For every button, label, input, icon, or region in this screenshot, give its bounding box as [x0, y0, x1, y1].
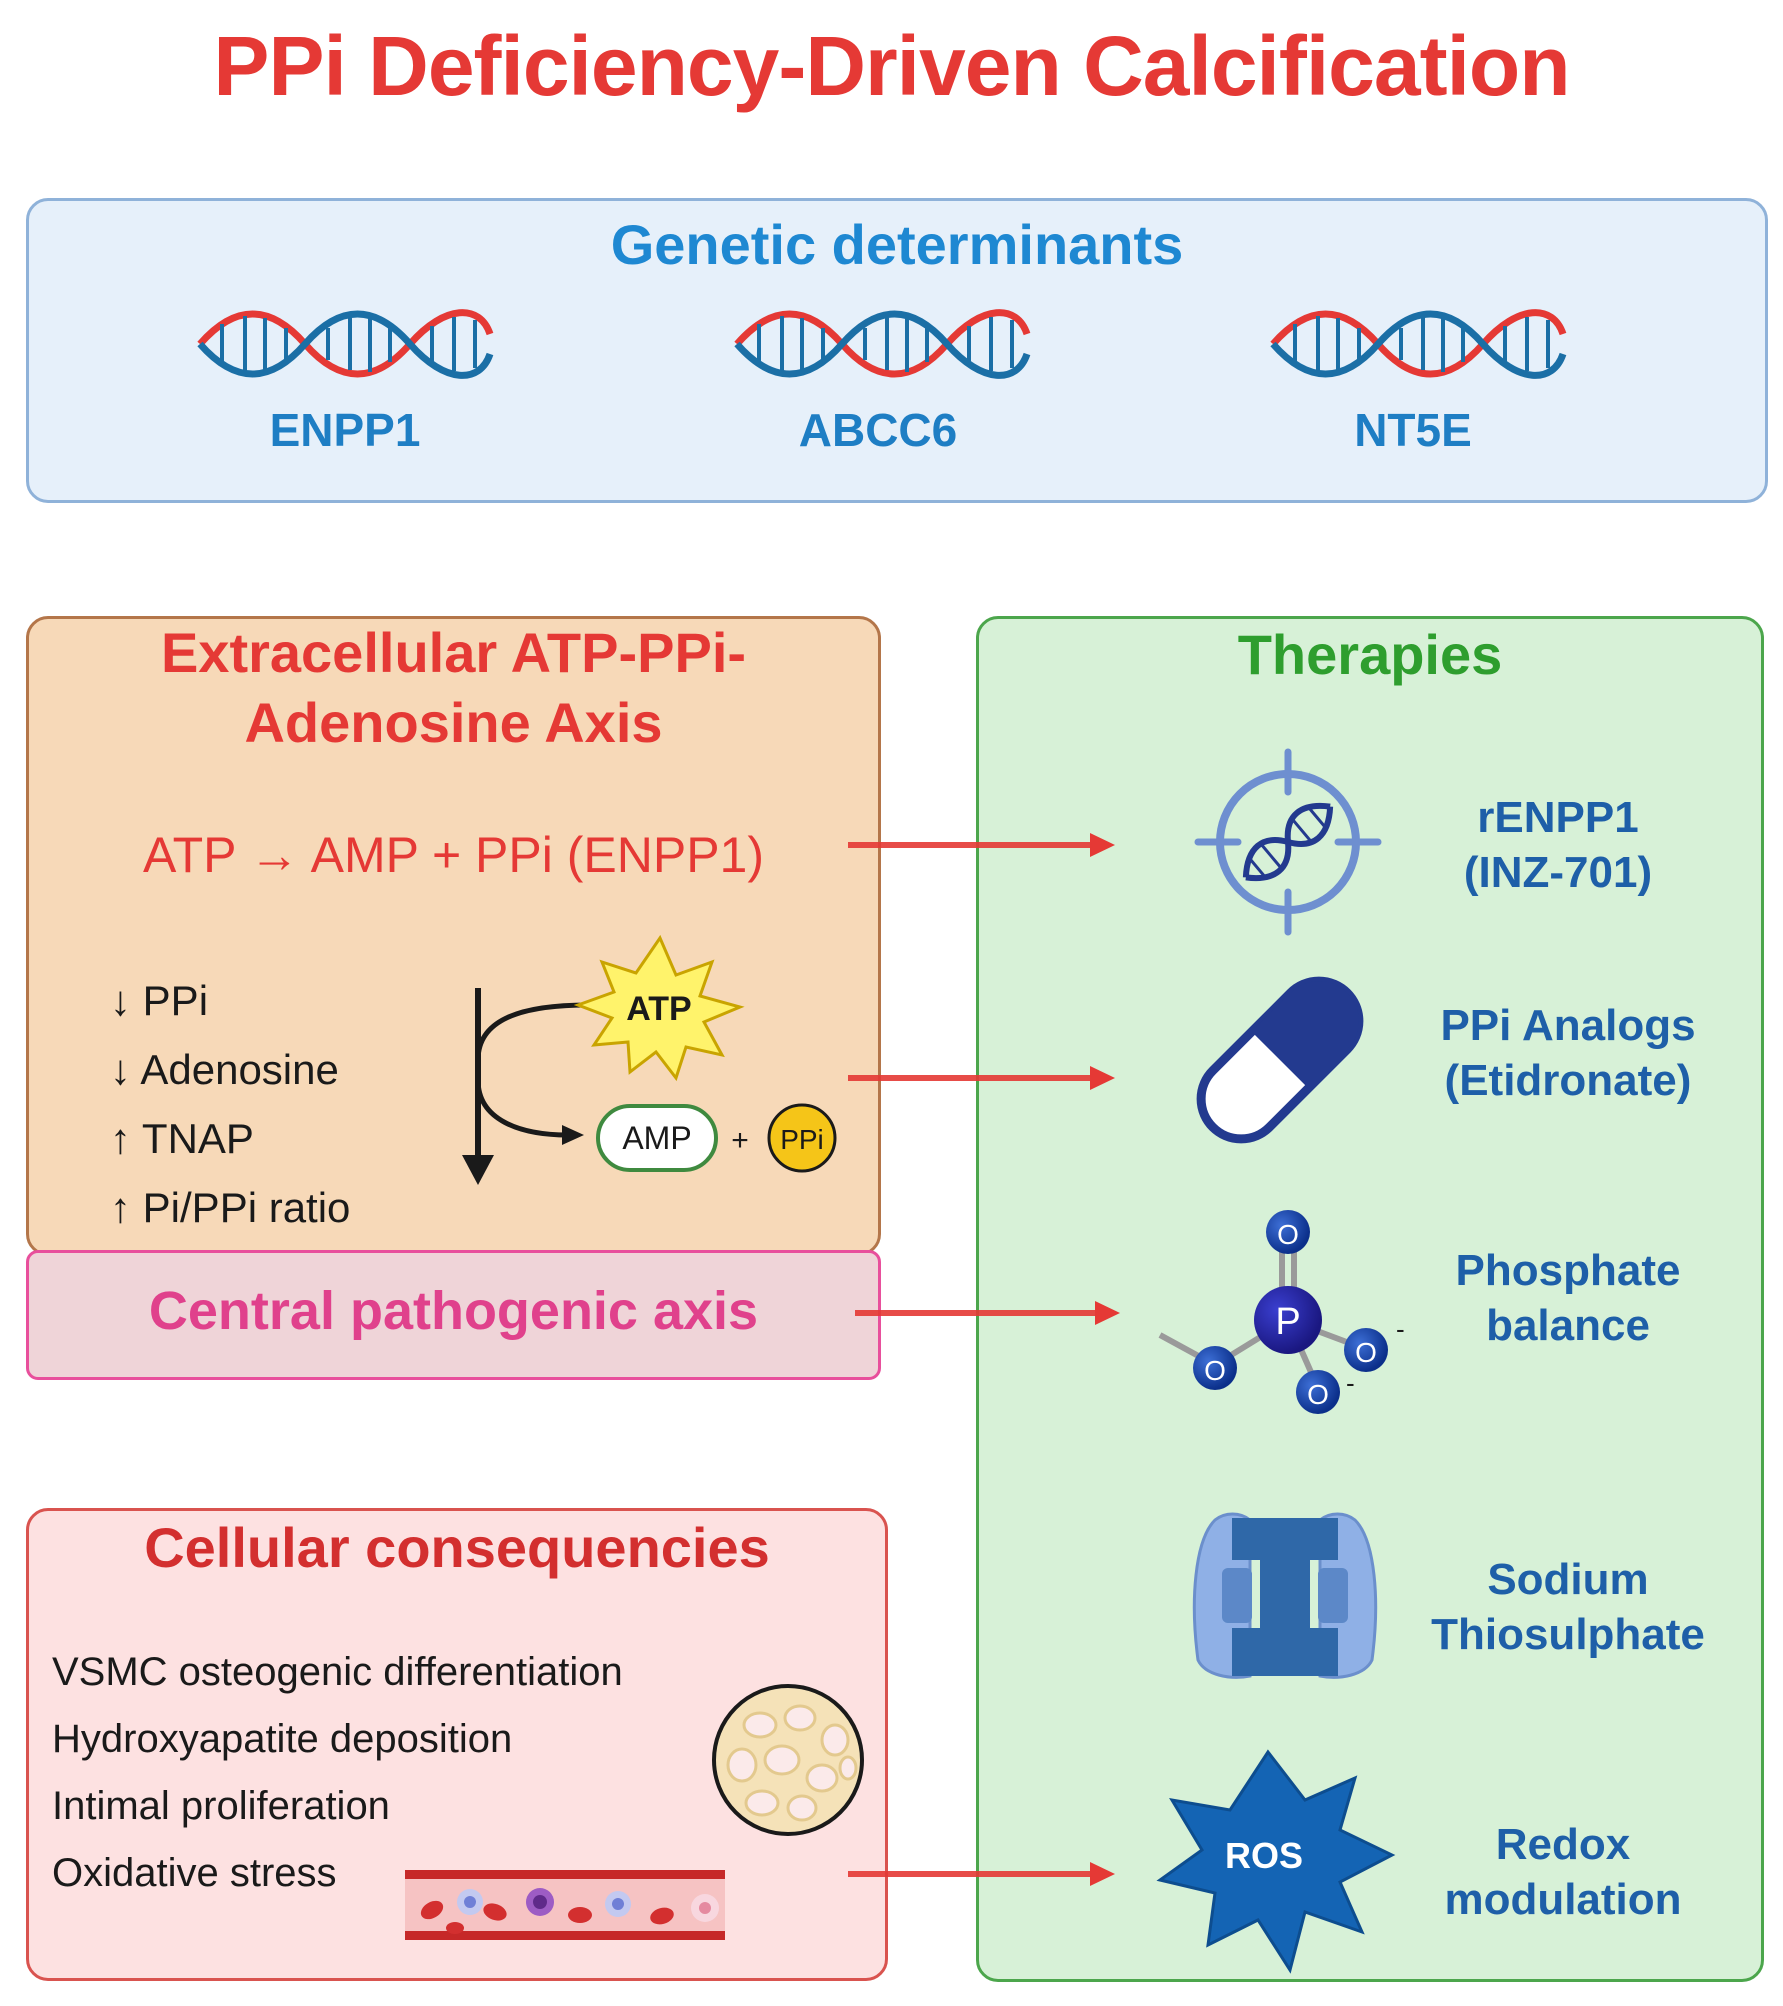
- therapy-redox-line1: Redox: [1495, 1820, 1631, 1869]
- phosphorus-label: P: [1275, 1301, 1300, 1343]
- central-pathogenic-axis-label: Central pathogenic axis: [148, 1281, 759, 1341]
- dna-icon-enpp1: [200, 313, 490, 376]
- oxygen-label-left: O: [1204, 1355, 1226, 1386]
- genetic-determinants-title: Genetic determinants: [610, 213, 1184, 276]
- gene-label-enpp1: ENPP1: [269, 404, 421, 456]
- central-pathogenic-axis-panel: [26, 1250, 881, 1380]
- therapy-arrows: [848, 833, 1120, 1886]
- therapy-label-sodium-thiosulphate: Sodium Thiosulphate: [1398, 1552, 1738, 1662]
- oxygen-label-bottom: O: [1307, 1379, 1329, 1410]
- axis-title-line2: Adenosine Axis: [244, 691, 663, 754]
- ros-label: ROS: [1225, 1835, 1303, 1876]
- axis-title-line1: Extracellular ATP-PPi-: [160, 621, 747, 684]
- hydroxyapatite-tissue-icon: [712, 1684, 864, 1836]
- consequence-hydroxyapatite: Hydroxyapatite deposition: [52, 1717, 513, 1761]
- oxygen-label-top: O: [1277, 1219, 1299, 1250]
- therapy-sodium-line2: Thiosulphate: [1431, 1610, 1705, 1659]
- main-title: PPi Deficiency-Driven Calcification: [213, 19, 1570, 113]
- change-ppi: ↓ PPi: [110, 977, 209, 1024]
- therapy-redox-line2: modulation: [1444, 1875, 1682, 1924]
- amp-pill: AMP: [596, 1104, 718, 1172]
- ppi-circle: PPi: [767, 1103, 837, 1173]
- gene-label-abcc6: ABCC6: [798, 404, 958, 456]
- channel-protein-icon: [1192, 1512, 1378, 1679]
- minus-charge-bottom: -: [1346, 1368, 1355, 1398]
- axis-panel-title: Extracellular ATP-PPi- Adenosine Axis: [26, 618, 881, 758]
- therapy-phosphate-line1: Phosphate: [1455, 1246, 1681, 1295]
- consequence-oxidative-stress: Oxidative stress: [52, 1851, 337, 1895]
- enpp1-reaction-text: ATP → AMP + PPi (ENPP1): [142, 827, 765, 883]
- dna-icon-nt5e: [1273, 313, 1563, 376]
- atp-burst-icon: ATP: [573, 934, 745, 1082]
- therapy-ppi-analogs-line2: (Etidronate): [1444, 1056, 1692, 1105]
- dna-icon-abcc6: [737, 313, 1027, 376]
- therapy-renpp1-line1: rENPP1: [1477, 793, 1639, 842]
- change-pi-ppi-ratio: ↑ Pi/PPi ratio: [110, 1184, 351, 1231]
- therapy-label-redox: Redox modulation: [1393, 1817, 1733, 1927]
- therapy-ppi-analogs-line1: PPi Analogs: [1440, 1001, 1696, 1050]
- therapy-label-phosphate: Phosphate balance: [1398, 1243, 1738, 1353]
- cellular-consequences-title: Cellular consequencies: [144, 1516, 770, 1579]
- therapy-phosphate-line2: balance: [1486, 1301, 1650, 1350]
- capsule-icon: [1196, 976, 1364, 1144]
- oxygen-label-right: O: [1355, 1337, 1377, 1368]
- atp-ppi-adenosine-axis-panel: [26, 616, 881, 1256]
- plus-sign: +: [731, 1124, 749, 1157]
- therapy-label-renpp1: rENPP1 (INZ-701): [1388, 790, 1728, 900]
- change-tnap: ↑ TNAP: [110, 1115, 254, 1162]
- phosphate-molecule-icon: O P O O - O -: [1158, 1210, 1405, 1414]
- consequence-vsmc: VSMC osteogenic differentiation: [52, 1650, 623, 1694]
- ros-burst-icon: ROS: [1156, 1749, 1396, 1974]
- therapies-title: Therapies: [1237, 623, 1503, 686]
- dna-target-icon: [1194, 748, 1382, 936]
- consequence-intimal-proliferation: Intimal proliferation: [52, 1784, 390, 1828]
- ppi-label: PPi: [780, 1124, 824, 1155]
- therapy-label-ppi-analogs: PPi Analogs (Etidronate): [1398, 998, 1738, 1108]
- pathway-arrows: [462, 988, 589, 1185]
- blood-vessel-icon: [405, 1870, 725, 1940]
- change-adenosine: ↓ Adenosine: [110, 1046, 339, 1093]
- therapy-sodium-line1: Sodium: [1487, 1555, 1649, 1604]
- minus-charge-right: -: [1396, 1314, 1405, 1344]
- amp-label: AMP: [622, 1120, 691, 1156]
- gene-label-nt5e: NT5E: [1354, 404, 1472, 456]
- atp-label: ATP: [626, 990, 691, 1028]
- therapy-renpp1-line2: (INZ-701): [1463, 848, 1653, 897]
